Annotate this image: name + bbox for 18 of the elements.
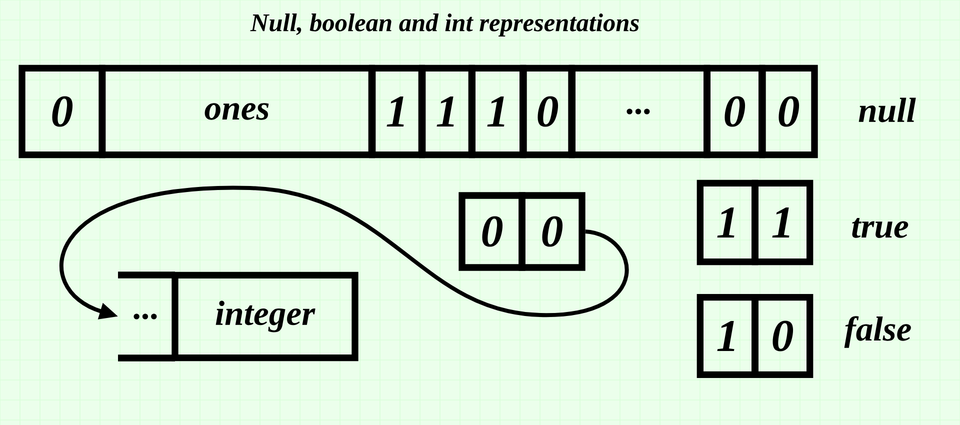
bit-cell: 1 — [419, 64, 475, 158]
value-label: null — [858, 98, 916, 122]
bit-cell: 1 — [468, 64, 526, 158]
bit-cell: 0 — [704, 64, 766, 158]
title: Null, boolean and int representations — [250, 14, 639, 36]
bit-cell: 0 — [759, 64, 818, 158]
value-label: false — [844, 316, 911, 348]
bit-cell: 1 — [369, 64, 425, 158]
bit-cell: 1 — [696, 180, 758, 266]
bit-cell: 0 — [458, 192, 526, 271]
value-label: true — [852, 218, 908, 238]
bit-cell: 0 — [18, 64, 106, 158]
field-cell: integer — [172, 272, 358, 362]
ellipsis-cell: ... — [568, 64, 710, 158]
bit-cell: 0 — [520, 64, 575, 158]
field-cell: ones — [99, 64, 375, 158]
bit-cell: 1 — [752, 180, 814, 266]
bit-cell: 0 — [518, 192, 586, 271]
